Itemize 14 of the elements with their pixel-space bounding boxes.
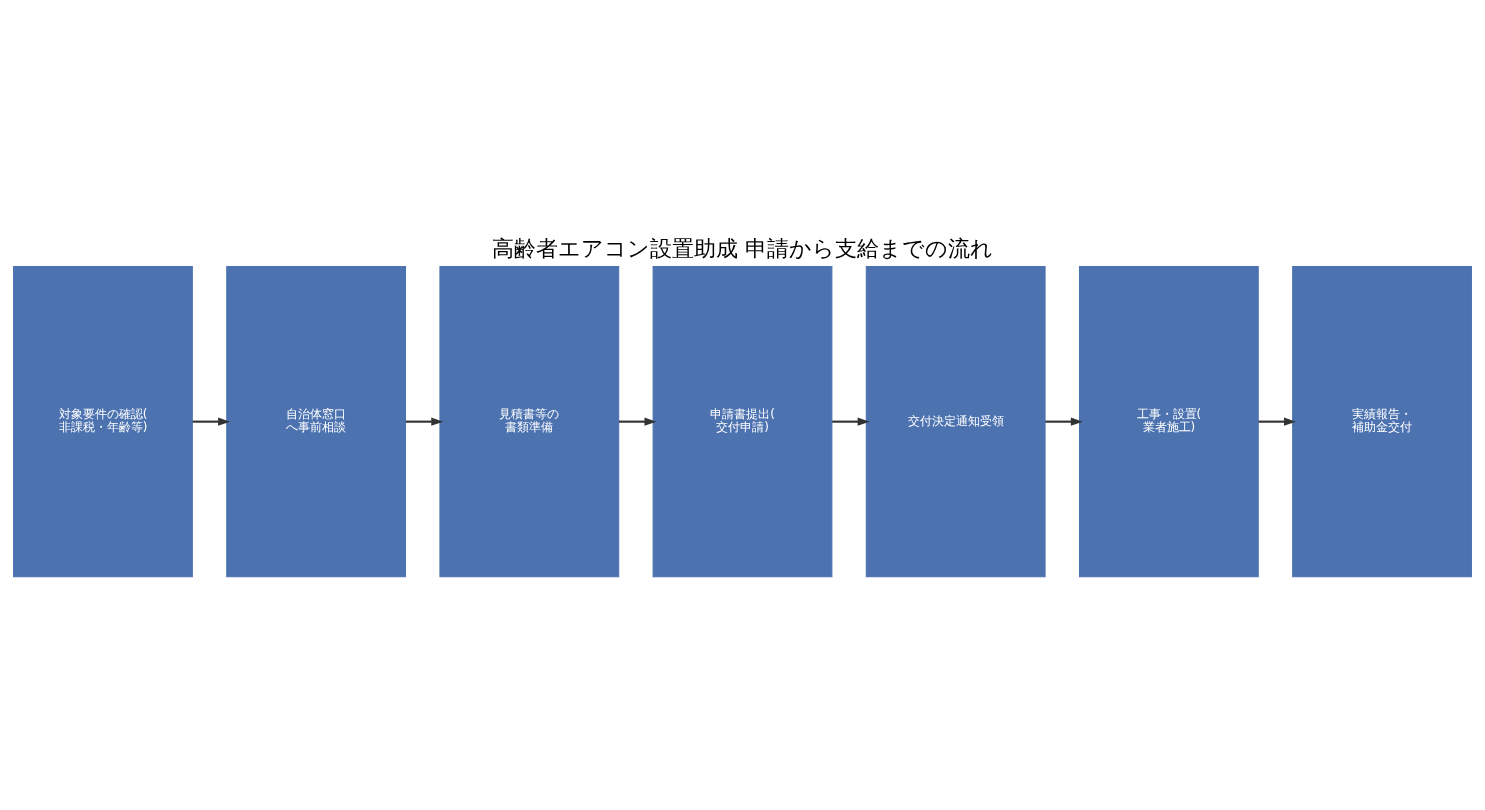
node-box: 見積書等の書類準備 [439, 265, 620, 577]
arrow [618, 417, 657, 426]
node-box: 実績報告・補助金交付 [1292, 265, 1472, 577]
node-box: 対象要件の確認(非課税・年齢等) [13, 265, 193, 577]
arrow [832, 417, 870, 426]
node-box: 交付決定通知受領 [865, 265, 1046, 577]
node-box: 自治体窓口へ事前相談 [226, 265, 407, 577]
node-box: 工事・設置(業者施工) [1078, 265, 1259, 577]
arrow [405, 417, 444, 426]
arrow [1258, 417, 1296, 426]
diagram-title: 高齢者エアコン設置助成 申請から支給までの流れ [492, 235, 993, 261]
node-box: 申請書提出(交付申請) [652, 265, 833, 577]
arrow [192, 417, 230, 426]
arrow [1045, 417, 1083, 426]
